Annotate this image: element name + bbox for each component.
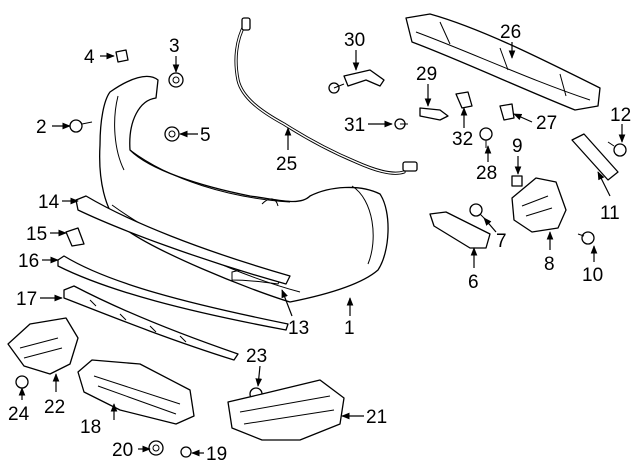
callout-11: 11 (600, 203, 620, 224)
callout-8: 8 (544, 254, 555, 275)
clip-9 (511, 175, 523, 187)
bolt-12 (607, 141, 627, 157)
callout-22: 22 (44, 397, 65, 418)
callout-2: 2 (36, 117, 47, 138)
impact-absorber (405, 13, 601, 111)
reflector-15 (65, 227, 85, 247)
callout-20: 20 (112, 440, 133, 461)
under-cover-18 (77, 359, 195, 425)
callout-15: 15 (26, 224, 47, 245)
callout-10: 10 (582, 265, 603, 286)
callout-21: 21 (366, 407, 387, 428)
callout-18: 18 (80, 417, 101, 438)
callout-16: 16 (18, 251, 39, 272)
callout-7: 7 (496, 231, 507, 252)
bracket-6 (429, 211, 491, 249)
bracket-8 (511, 177, 567, 233)
callout-labels: 1 2 3 4 5 6 7 8 9 10 11 12 13 14 15 16 1… (8, 22, 631, 465)
callout-23: 23 (246, 346, 267, 367)
callout-31: 31 (344, 115, 365, 136)
callout-28: 28 (476, 163, 497, 184)
bracket-30 (343, 69, 385, 87)
bolt-28 (479, 127, 493, 148)
molding-14 (75, 195, 291, 285)
wiring-harness (234, 17, 418, 175)
bracket-29 (419, 107, 449, 121)
valance-17 (63, 285, 239, 361)
nut-5 (164, 126, 180, 142)
bracket-11 (571, 133, 619, 181)
callout-1: 1 (344, 318, 355, 339)
callout-3: 3 (169, 36, 180, 57)
bolt-2 (69, 119, 93, 133)
callout-17: 17 (16, 289, 37, 310)
clip-24 (15, 375, 29, 389)
callout-26: 26 (500, 22, 521, 43)
splash-shield-22 (7, 317, 79, 375)
callout-12: 12 (610, 105, 631, 126)
bolt-31 (394, 118, 408, 130)
callout-4: 4 (84, 47, 95, 68)
bolt-30-screw (328, 82, 345, 94)
deflector-21 (227, 379, 345, 441)
bolt-10 (577, 231, 595, 245)
callout-29: 29 (416, 64, 437, 85)
clip-32 (455, 91, 473, 109)
clip-27 (499, 103, 515, 121)
clip-19 (180, 446, 192, 458)
callout-32: 32 (452, 129, 473, 150)
callout-27: 27 (536, 113, 557, 134)
clip-4 (115, 49, 129, 63)
callout-5: 5 (200, 125, 211, 146)
callout-19: 19 (206, 444, 227, 465)
callout-6: 6 (468, 272, 479, 293)
callout-24: 24 (8, 404, 30, 425)
callout-30: 30 (344, 30, 365, 51)
trim-16 (57, 255, 289, 331)
callout-14: 14 (38, 192, 60, 213)
leader-lines (18, 42, 626, 457)
nut-3 (168, 72, 184, 88)
clip-20 (148, 440, 164, 456)
callout-9: 9 (512, 136, 523, 157)
callout-13: 13 (288, 318, 309, 339)
callout-25: 25 (276, 154, 297, 175)
